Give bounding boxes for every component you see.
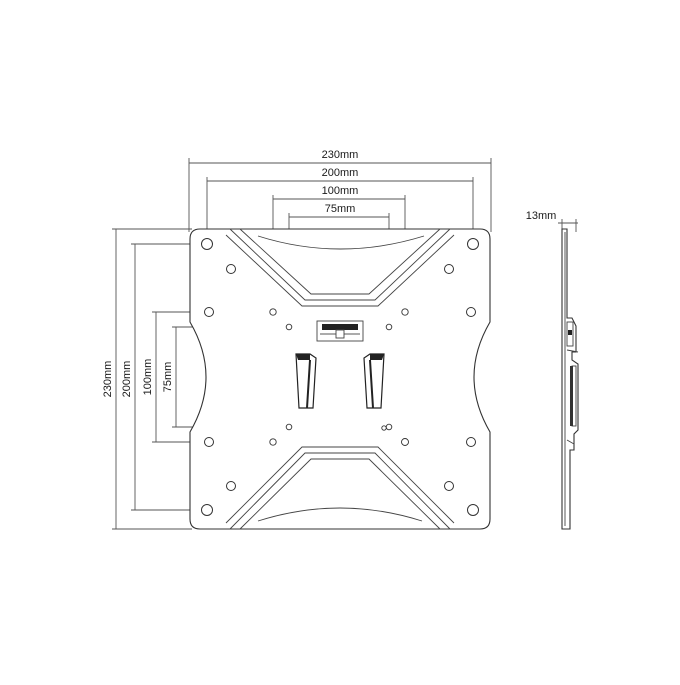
hole-corner-bottom-left <box>201 504 213 516</box>
hole-center-small-1 <box>381 425 387 431</box>
hole-vesa75-bottom-left <box>285 423 293 431</box>
hole-outer-4 <box>466 307 476 317</box>
hole-vesa100-bottom-left <box>269 438 277 446</box>
mount-side-view: 13mm <box>526 210 579 530</box>
hole-center-small-2 <box>401 438 409 446</box>
label-height-230: 230mm <box>102 361 114 398</box>
label-height-200: 200mm <box>121 361 133 398</box>
label-height-75: 75mm <box>162 362 174 393</box>
label-width-200: 200mm <box>322 167 359 179</box>
hole-outer-7 <box>226 481 236 491</box>
label-width-100: 100mm <box>322 185 359 197</box>
plate-outline <box>189 228 491 530</box>
hole-outer-6 <box>466 437 476 447</box>
hole-outer-5 <box>204 437 214 447</box>
hole-vesa75-top-right <box>385 323 393 331</box>
center-lock-bracket <box>316 320 364 342</box>
hole-vesa75-bottom-right <box>385 423 393 431</box>
hole-outer-2 <box>444 264 454 274</box>
bottom-rib <box>225 446 455 530</box>
mount-plate-front-view <box>189 228 491 530</box>
hole-outer-1 <box>226 264 236 274</box>
hook-slot-left <box>295 353 317 409</box>
hole-vesa75-top-left <box>285 323 293 331</box>
label-depth-13: 13mm <box>526 210 557 222</box>
hole-vesa100-top-right <box>401 308 409 316</box>
label-width-75: 75mm <box>325 203 356 215</box>
hole-vesa100-top-left <box>269 308 277 316</box>
label-height-100: 100mm <box>142 359 154 396</box>
hook-slot-right <box>363 353 385 409</box>
top-rib <box>225 228 455 307</box>
hole-corner-top-right <box>467 238 479 250</box>
hole-outer-3 <box>204 307 214 317</box>
side-lock-tab <box>566 321 574 347</box>
hole-corner-bottom-right <box>467 504 479 516</box>
hole-corner-top-left <box>201 238 213 250</box>
hole-outer-8 <box>444 481 454 491</box>
label-width-230: 230mm <box>322 149 359 161</box>
